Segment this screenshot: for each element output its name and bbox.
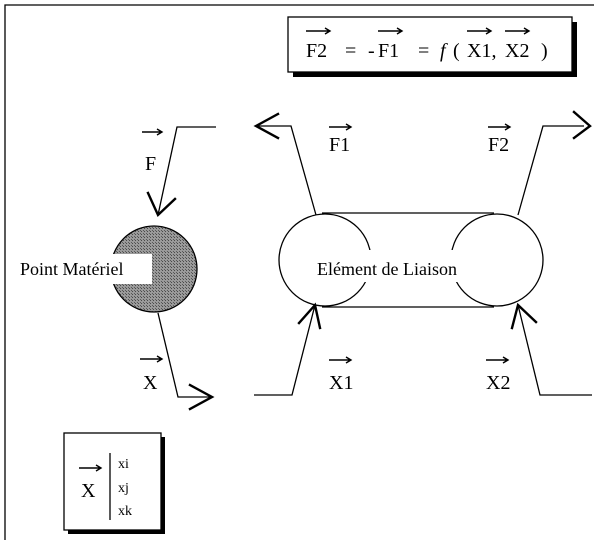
equation-close-paren: ) xyxy=(541,40,548,62)
equation-open-paren: ( xyxy=(453,40,460,62)
equation-mid: F1 xyxy=(378,40,399,62)
equation-equals-1: = xyxy=(345,40,356,62)
arrow-head-icon xyxy=(510,302,538,330)
position-line-material xyxy=(157,312,212,398)
force-line-1 xyxy=(256,125,317,216)
arrow-head-icon xyxy=(146,191,177,218)
arrow-head-icon xyxy=(572,110,592,140)
vector-arrow-icon xyxy=(329,356,353,364)
legend-vector-label: X xyxy=(81,480,96,502)
force-line-material xyxy=(157,126,216,216)
legend-component: xk xyxy=(118,504,132,519)
force-label-1: F1 xyxy=(329,134,350,156)
vector-arrow-icon xyxy=(329,123,353,131)
legend-box: X xi xj xk xyxy=(63,432,165,534)
position-line-2 xyxy=(517,304,592,396)
vector-arrow-icon xyxy=(306,27,332,35)
material-point: Point Matériel xyxy=(18,225,198,313)
vector-arrow-icon xyxy=(378,27,404,35)
equation-equals-2: = xyxy=(418,40,429,62)
arrow-head-icon xyxy=(188,383,215,411)
force-line-2 xyxy=(517,125,584,216)
equation-arg-2: X2 xyxy=(505,40,529,62)
material-point-label: Point Matériel xyxy=(20,259,123,279)
arrow-head-icon xyxy=(297,302,322,330)
vector-arrow-icon xyxy=(486,356,510,364)
arrow-head-icon xyxy=(253,112,280,140)
force-label-2: F2 xyxy=(488,134,509,156)
vector-arrow-icon xyxy=(467,27,493,35)
link-element: Elément de Liaison xyxy=(278,212,544,308)
position-label-2: X2 xyxy=(486,372,510,394)
equation-minus: - xyxy=(368,40,375,62)
equation-lhs: F2 xyxy=(306,40,327,62)
position-label-material: X xyxy=(143,372,158,394)
link-element-label: Elément de Liaison xyxy=(317,259,457,279)
legend-component: xj xyxy=(118,481,129,496)
equation-box: F2 = - F1 = f ( X1, X2 ) xyxy=(287,16,577,77)
legend-component: xi xyxy=(118,457,129,472)
vector-arrow-icon xyxy=(488,123,512,131)
equation-arg-1: X1, xyxy=(467,40,496,62)
position-label-1: X1 xyxy=(329,372,353,394)
position-line-1 xyxy=(254,304,316,396)
page-frame xyxy=(4,4,594,540)
vector-arrow-icon xyxy=(505,27,531,35)
equation-function: f xyxy=(440,40,448,62)
vector-arrow-icon xyxy=(79,464,103,472)
vector-arrow-icon xyxy=(140,355,164,363)
force-label-material: F xyxy=(145,153,156,175)
vector-arrow-icon xyxy=(142,128,164,136)
